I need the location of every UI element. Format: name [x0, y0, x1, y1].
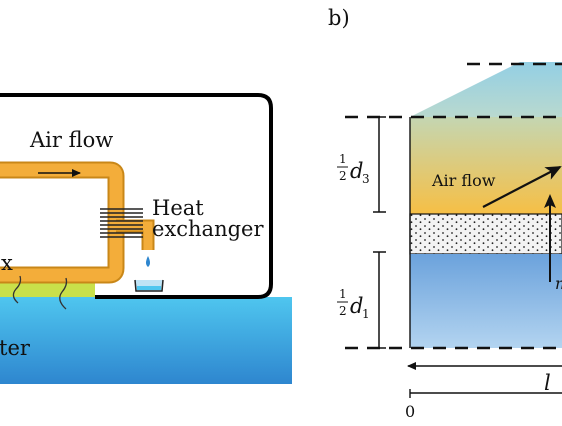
- svg-text:2: 2: [339, 304, 347, 318]
- panel-a: Air flow Heat exchanger x ter: [0, 93, 292, 384]
- svg-text:1: 1: [339, 287, 347, 301]
- label-air-flow-a: Air flow: [29, 128, 113, 152]
- svg-text:d: d: [350, 294, 363, 318]
- panel-b-label: b): [328, 6, 350, 30]
- label-half-d3: 1 2 d 3: [337, 152, 370, 186]
- label-exchanger: exchanger: [152, 217, 264, 241]
- dim-d1: [373, 251, 386, 349]
- svg-text:1: 1: [362, 307, 370, 321]
- interface-layer: [409, 213, 562, 255]
- flux-arrows: [12, 275, 68, 310]
- evaporation-film: [0, 283, 95, 297]
- label-m-fragment: m: [555, 274, 562, 293]
- water-droplet: [146, 256, 150, 267]
- heat-exchanger-fins: [100, 208, 143, 238]
- label-air-flow-b: Air flow: [431, 171, 496, 190]
- label-water-fragment: ter: [0, 336, 31, 360]
- label-origin: 0: [405, 402, 415, 421]
- room-outline: [0, 93, 273, 299]
- label-length: l: [544, 371, 551, 395]
- svg-text:d: d: [350, 159, 363, 183]
- dashed-levels: [345, 62, 562, 350]
- svg-text:1: 1: [339, 152, 347, 166]
- water-body: [0, 297, 292, 384]
- label-half-d1: 1 2 d 1: [337, 287, 370, 321]
- air-layer: [410, 117, 562, 214]
- air-duct: [0, 161, 125, 284]
- svg-text:2: 2: [339, 169, 347, 183]
- label-flux-fragment: x: [1, 251, 13, 275]
- svg-text:3: 3: [362, 172, 370, 186]
- water-layer: [410, 254, 562, 348]
- air-flow-arrow-b: [482, 166, 562, 208]
- dim-d3: [373, 116, 386, 213]
- label-heat: Heat: [152, 196, 204, 220]
- panel-b: b) 1 2 d 3: [328, 6, 562, 421]
- upper-air-layer: [410, 62, 562, 117]
